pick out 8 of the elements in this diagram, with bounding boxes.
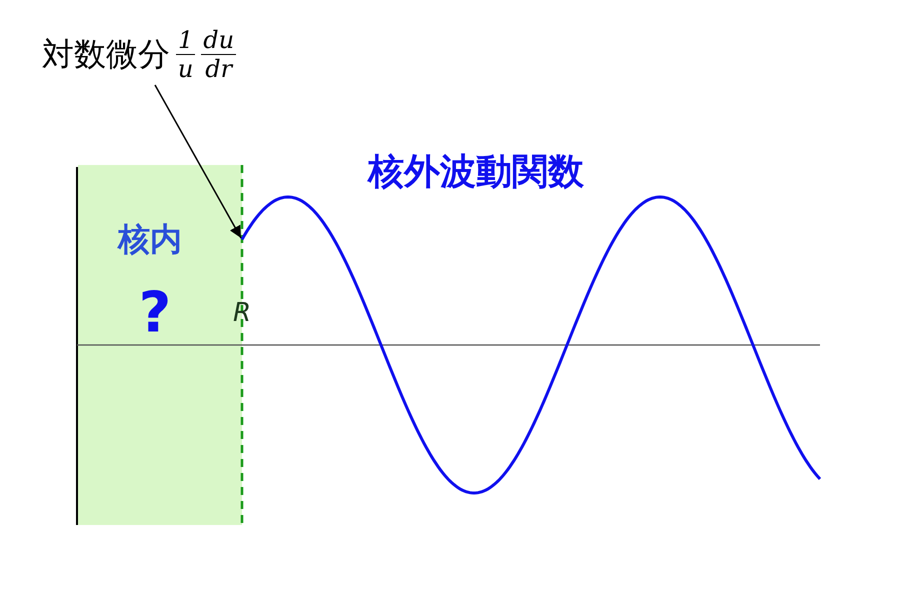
region-label: 核内 — [118, 219, 182, 260]
leader-line — [154, 84, 242, 238]
question-mark: ? — [138, 280, 172, 346]
radius-label: R — [232, 298, 252, 328]
diagram-title: 核外波動関数 — [368, 150, 584, 194]
annotation-text: 対数微分 — [42, 34, 170, 74]
fraction: du dr — [201, 26, 236, 83]
fraction: 1 u — [176, 26, 196, 83]
